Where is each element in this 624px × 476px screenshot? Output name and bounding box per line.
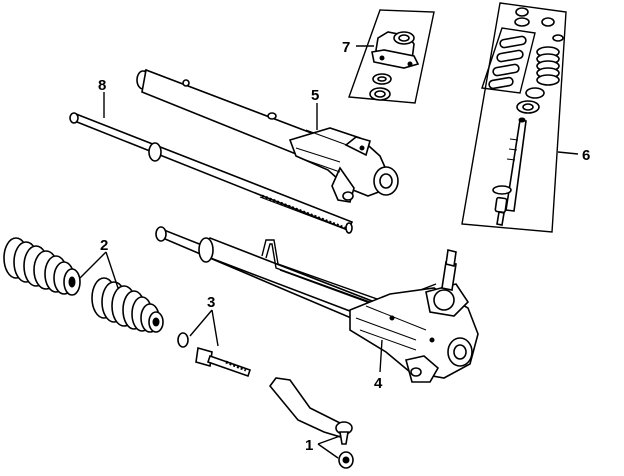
callout-3: 3 <box>207 294 215 311</box>
callout-5: 5 <box>311 87 319 104</box>
callout-1: 1 <box>305 437 313 454</box>
rack-boots <box>3 237 164 333</box>
inner-tie-rod <box>177 332 252 378</box>
boot-left <box>3 237 81 296</box>
valve-spring <box>536 46 560 86</box>
gear-housing-assembly <box>136 68 399 203</box>
leader-lines <box>79 45 579 459</box>
callout-4: 4 <box>374 375 383 392</box>
rack-bar <box>69 112 354 234</box>
callout-8: 8 <box>98 77 106 94</box>
callout-6: 6 <box>582 147 590 164</box>
steering-rack-assembly <box>155 226 479 383</box>
valve-housing-inset <box>348 9 435 104</box>
outer-tie-rod-end <box>268 377 354 469</box>
callout-7: 7 <box>342 39 350 56</box>
pinion-valve-inset <box>461 2 567 233</box>
callout-labels: 1 2 3 4 5 6 7 8 <box>98 39 590 454</box>
callout-2: 2 <box>100 237 108 254</box>
boot-right <box>91 277 164 333</box>
